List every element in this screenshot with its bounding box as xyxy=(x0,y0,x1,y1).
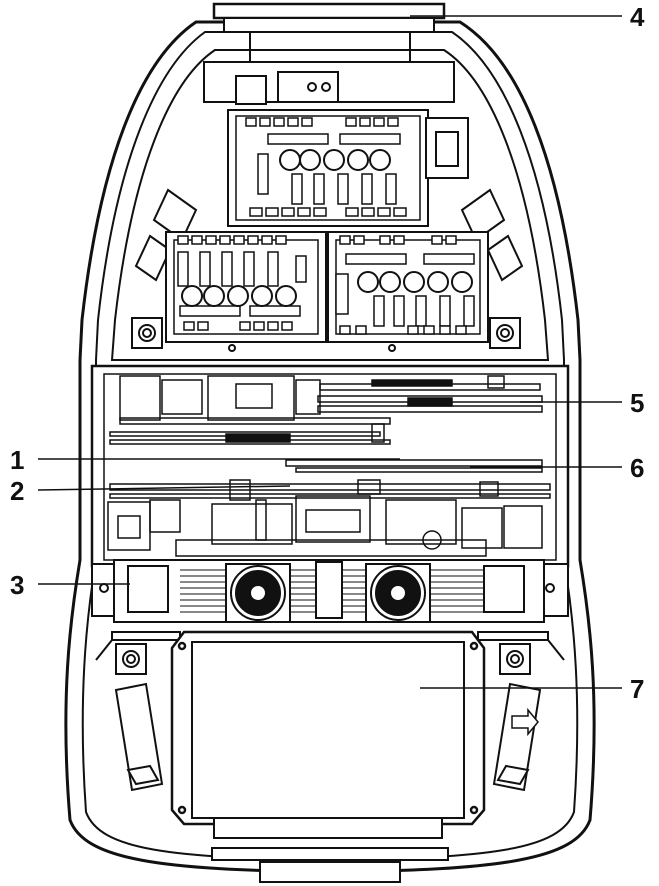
left-circuit-board xyxy=(165,231,327,352)
right-fan xyxy=(365,563,431,623)
right-circuit-board xyxy=(327,231,489,352)
upper-board-bracket xyxy=(203,61,455,105)
leader-line-2 xyxy=(37,485,291,491)
callout-6: 6 xyxy=(630,453,644,483)
lower-side-latches xyxy=(114,682,542,792)
upper-corner-screws xyxy=(131,317,521,349)
mechanism-details xyxy=(107,375,551,557)
right-bracket-clip xyxy=(425,117,469,179)
callout-1: 1 xyxy=(10,445,24,475)
lower-corner-screws xyxy=(115,643,531,675)
callout-4: 4 xyxy=(630,2,645,32)
bottom-foot xyxy=(211,847,449,883)
fan-rail xyxy=(91,559,569,623)
callout-7: 7 xyxy=(630,674,644,704)
callout-labels: 1 2 3 4 5 6 7 xyxy=(10,2,645,704)
callout-3: 3 xyxy=(10,570,24,600)
lamp-module xyxy=(170,630,486,839)
top-cap xyxy=(212,2,446,70)
callout-5: 5 xyxy=(630,388,644,418)
callout-2: 2 xyxy=(10,476,24,506)
left-fan xyxy=(225,563,291,623)
leader-lines xyxy=(37,15,622,689)
upper-circuit-board xyxy=(227,109,429,227)
